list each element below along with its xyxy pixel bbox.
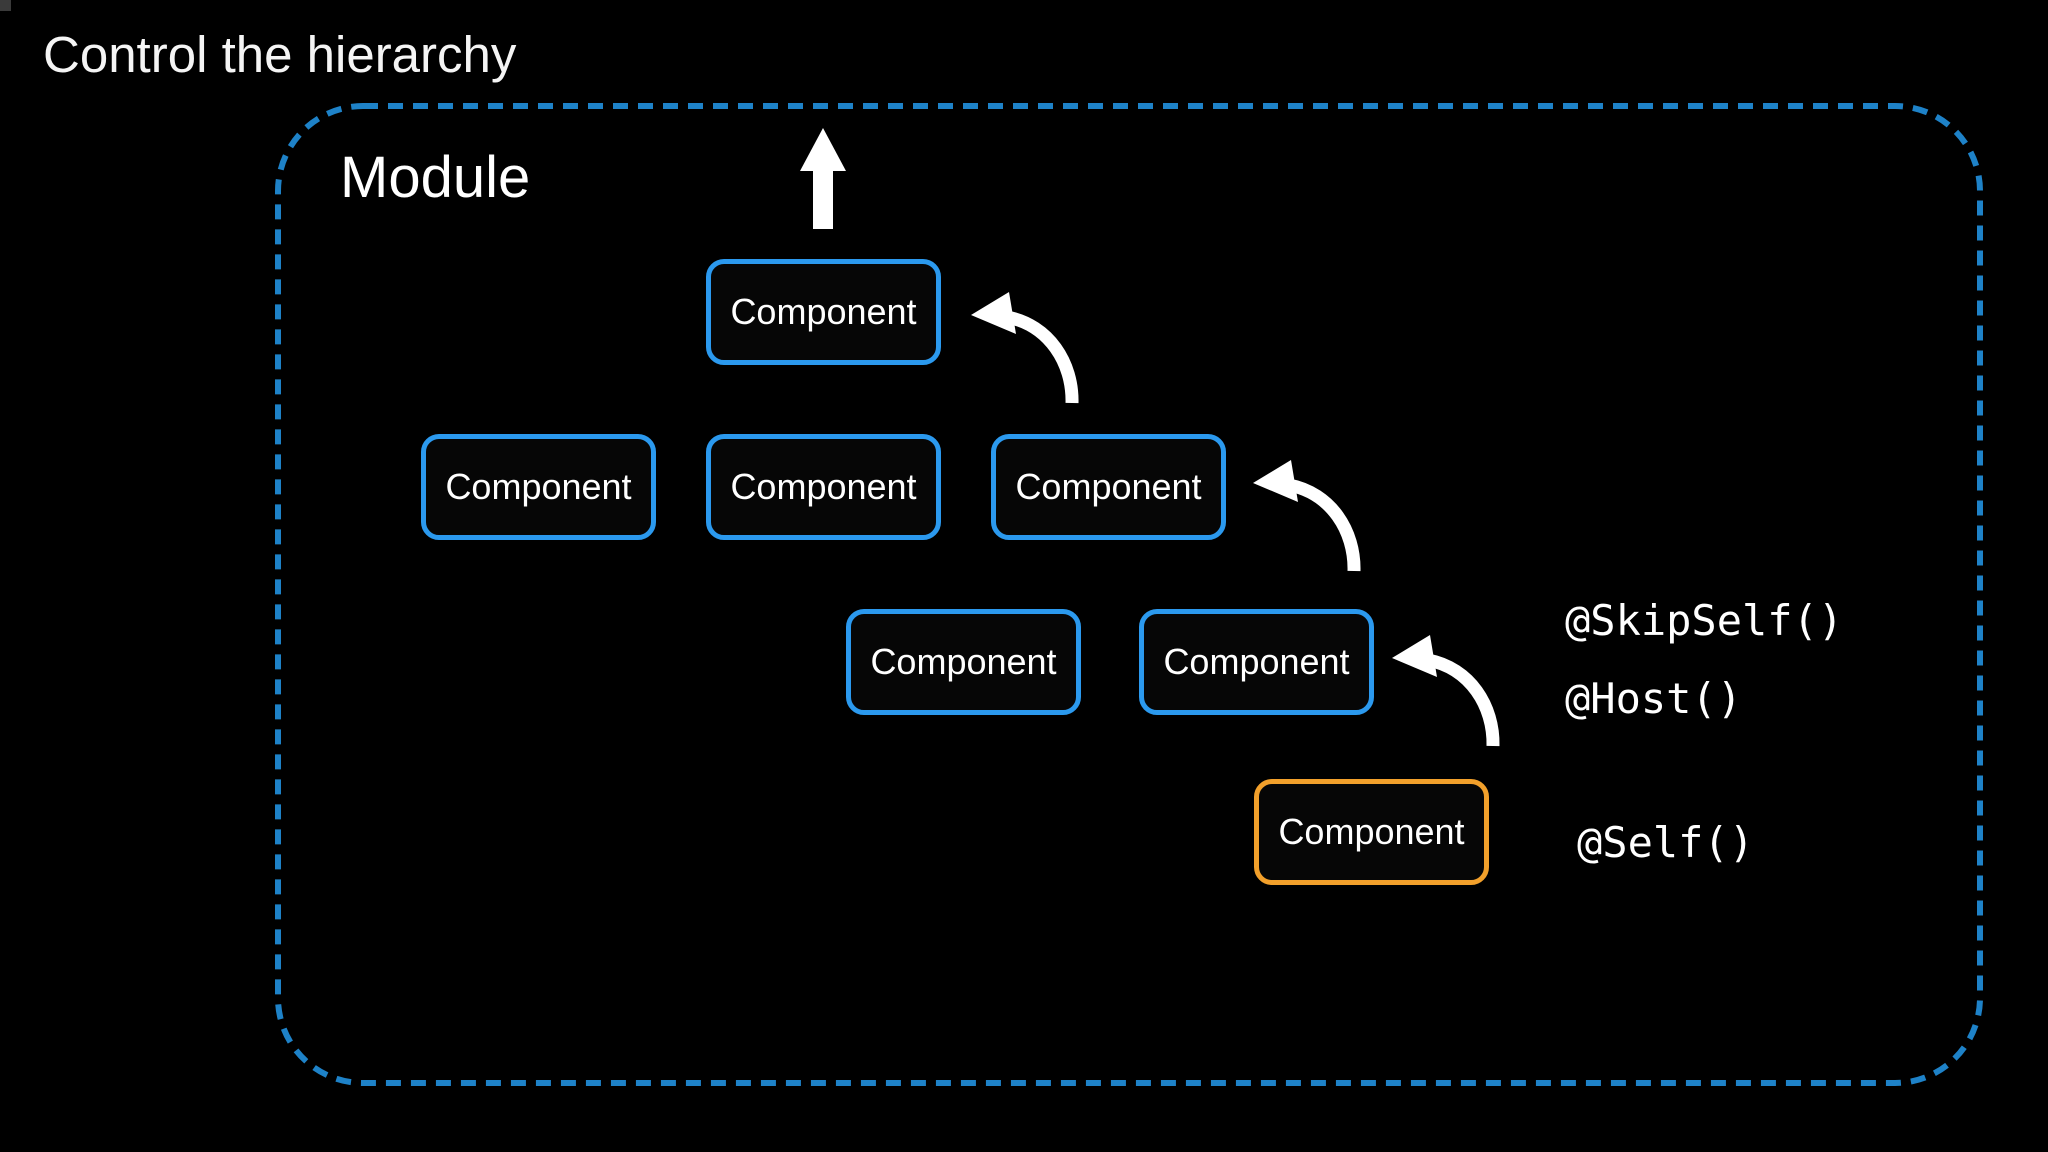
slide-title: Control the hierarchy	[43, 26, 517, 83]
component-label: Component	[730, 291, 917, 332]
component-label: Component	[1015, 466, 1202, 507]
component-box-level2-middle: Component	[706, 434, 941, 540]
component-label: Component	[730, 466, 917, 507]
annotation-self: @Self()	[1577, 818, 1755, 867]
component-label: Component	[1278, 811, 1465, 852]
annotation-skipself: @SkipSelf()	[1565, 596, 1844, 645]
arrow-up-icon	[800, 128, 846, 229]
component-label: Component	[1163, 641, 1350, 682]
curved-arrow-to-host-icon	[1392, 635, 1500, 747]
curved-arrow-to-root-icon	[971, 292, 1079, 404]
component-box-level2-left: Component	[421, 434, 656, 540]
annotation-host: @Host()	[1565, 674, 1743, 723]
component-label: Component	[445, 466, 632, 507]
component-box-self: Component	[1254, 779, 1489, 885]
component-box-level3-left: Component	[846, 609, 1081, 715]
screen-corner-artifact	[0, 0, 11, 11]
component-label: Component	[870, 641, 1057, 682]
curved-arrow-to-parent-icon	[1253, 460, 1361, 572]
component-box-level3-right: Component	[1139, 609, 1374, 715]
module-boundary	[275, 103, 1983, 1086]
module-label: Module	[340, 145, 531, 210]
component-box-level2-right: Component	[991, 434, 1226, 540]
component-box-root: Component	[706, 259, 941, 365]
